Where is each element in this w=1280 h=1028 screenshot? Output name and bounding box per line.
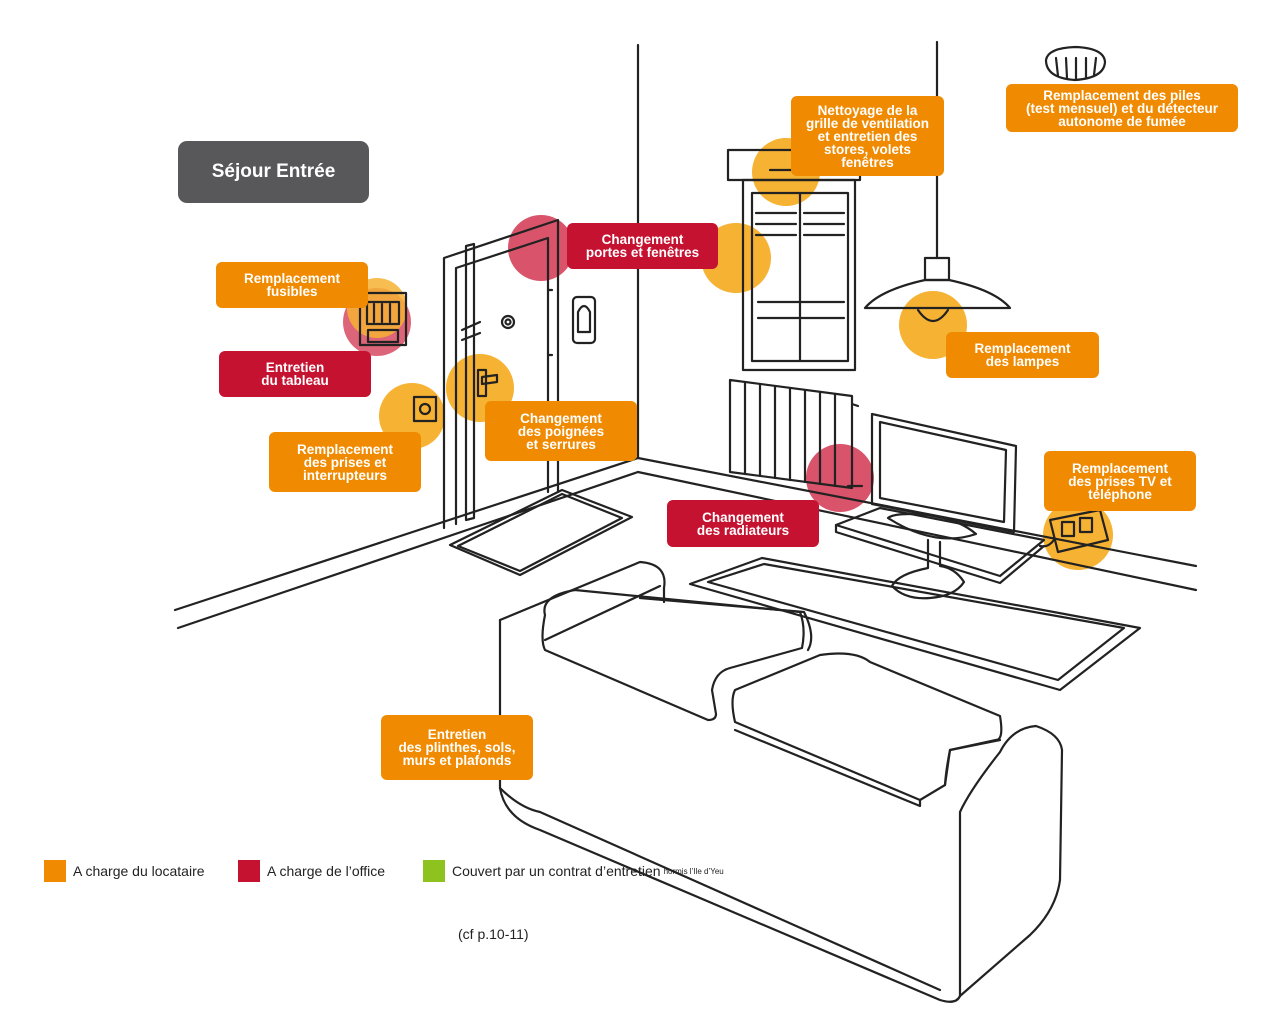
- legend-swatch-green: [423, 860, 445, 882]
- label-fusibles: Remplacement fusibles: [216, 262, 368, 308]
- legend-tenant: A charge du locataire: [44, 860, 205, 882]
- label-portes: Changement portes et fenêtres: [567, 223, 718, 269]
- label-radiateurs: Changement des radiateurs: [667, 500, 819, 547]
- page-reference: (cf p.10-11): [458, 926, 529, 942]
- label-lampes: Remplacement des lampes: [946, 332, 1099, 378]
- label-prises-tv: Remplacement des prises TV et téléphone: [1044, 451, 1196, 511]
- label-piles: Remplacement des piles (test mensuel) et…: [1006, 84, 1238, 132]
- legend-swatch-red: [238, 860, 260, 882]
- page-title: Séjour Entrée: [178, 141, 369, 203]
- label-plinthes: Entretien des plinthes, sols, murs et pl…: [381, 715, 533, 780]
- legend-tenant-label: A charge du locataire: [73, 863, 205, 879]
- legend-contract-label: Couvert par un contrat d’entretien: [452, 863, 661, 879]
- label-tableau: Entretien du tableau: [219, 351, 371, 397]
- legend-office: A charge de l’office: [238, 860, 385, 882]
- legend-contract-note: hormis l’Ile d’Yeu: [663, 866, 724, 876]
- line-art: [173, 40, 1198, 1003]
- legend-office-label: A charge de l’office: [267, 863, 386, 879]
- label-prises: Remplacement des prises et interrupteurs: [269, 432, 421, 492]
- dot-fenetre: [701, 223, 771, 293]
- dot-radiateur: [806, 444, 874, 512]
- label-poignees: Changement des poignées et serrures: [485, 401, 637, 461]
- legend-swatch-orange: [44, 860, 66, 882]
- label-ventilation: Nettoyage de la grille de ventilation et…: [791, 96, 944, 176]
- legend-contract: Couvert par un contrat d’entretien hormi…: [423, 860, 724, 882]
